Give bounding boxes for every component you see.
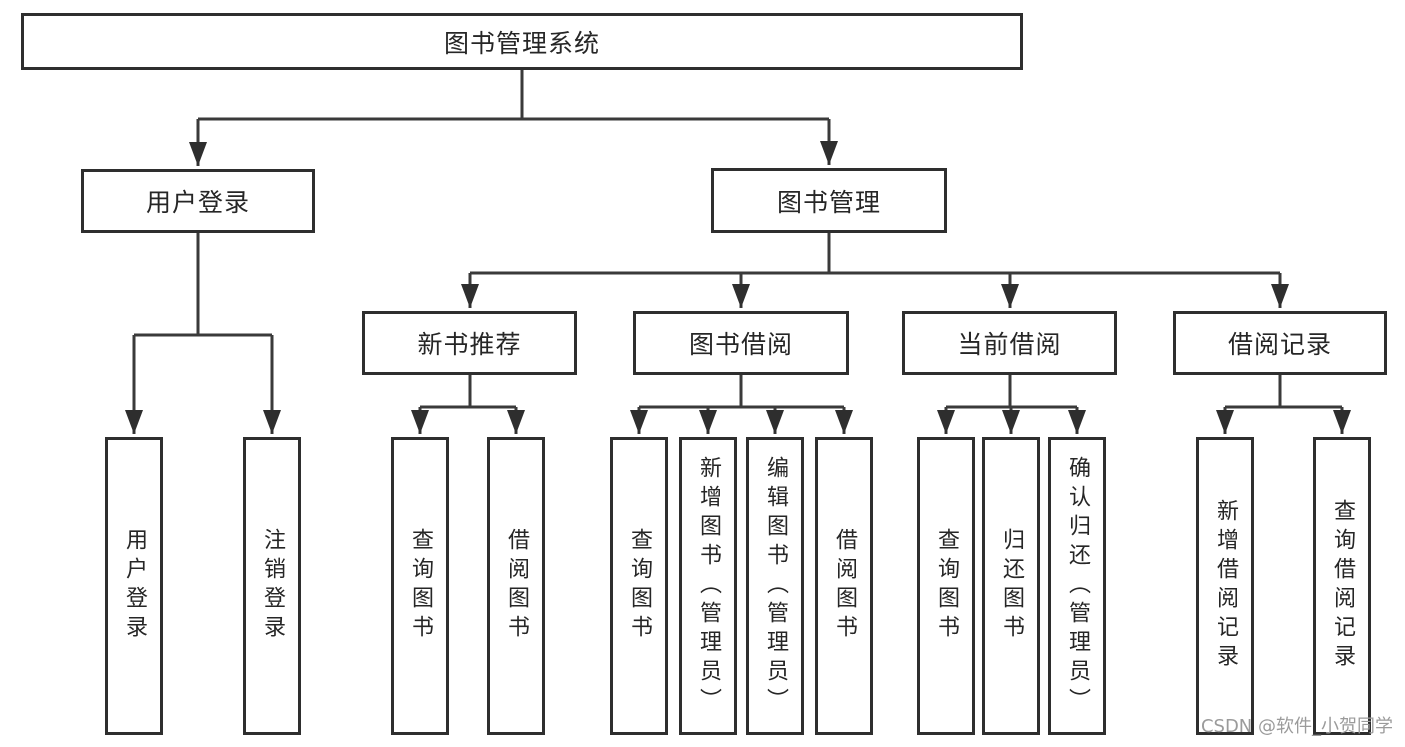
leaf-bb-query-books: 查询图书 [610,437,668,735]
leaf-cb-query-books-label: 查询图书 [934,528,959,644]
leaf-br-query-record-label: 查询借阅记录 [1330,499,1355,673]
leaf-nbr-query-books-label: 查询图书 [408,528,433,644]
leaf-br-add-record-label: 新增借阅记录 [1213,499,1238,673]
leaf-bb-add-books-admin: 新增图书（管理员） [679,437,737,735]
leaf-bb-edit-books-admin-label: 编辑图书（管理员） [763,455,788,717]
leaf-logout: 注销登录 [243,437,301,735]
node-borrowing-records: 借阅记录 [1173,311,1387,375]
leaf-cb-query-books: 查询图书 [917,437,975,735]
node-book-management: 图书管理 [711,168,947,233]
leaf-bb-query-books-label: 查询图书 [627,528,652,644]
watermark-text: CSDN @软件_小贺同学 [1200,716,1393,737]
leaf-user-login: 用户登录 [105,437,163,735]
node-root: 图书管理系统 [21,13,1023,70]
leaf-user-login-label: 用户登录 [122,528,147,644]
leaf-cb-return-books: 归还图书 [982,437,1040,735]
leaf-br-add-record: 新增借阅记录 [1196,437,1254,735]
leaf-bb-add-books-admin-label: 新增图书（管理员） [696,455,721,717]
leaf-bb-edit-books-admin: 编辑图书（管理员） [746,437,804,735]
leaf-br-query-record: 查询借阅记录 [1313,437,1371,735]
leaf-bb-borrow-books: 借阅图书 [815,437,873,735]
node-book-borrowing: 图书借阅 [633,311,849,375]
node-current-borrowing: 当前借阅 [902,311,1117,375]
node-new-book-recommendation: 新书推荐 [362,311,577,375]
node-user-login: 用户登录 [81,169,315,233]
leaf-cb-confirm-return-admin: 确认归还（管理员） [1048,437,1106,735]
leaf-cb-return-books-label: 归还图书 [999,528,1024,644]
leaf-bb-borrow-books-label: 借阅图书 [832,528,857,644]
leaf-nbr-borrow-books: 借阅图书 [487,437,545,735]
leaf-logout-label: 注销登录 [260,528,285,644]
leaf-nbr-query-books: 查询图书 [391,437,449,735]
leaf-nbr-borrow-books-label: 借阅图书 [504,528,529,644]
leaf-cb-confirm-return-admin-label: 确认归还（管理员） [1065,455,1090,717]
